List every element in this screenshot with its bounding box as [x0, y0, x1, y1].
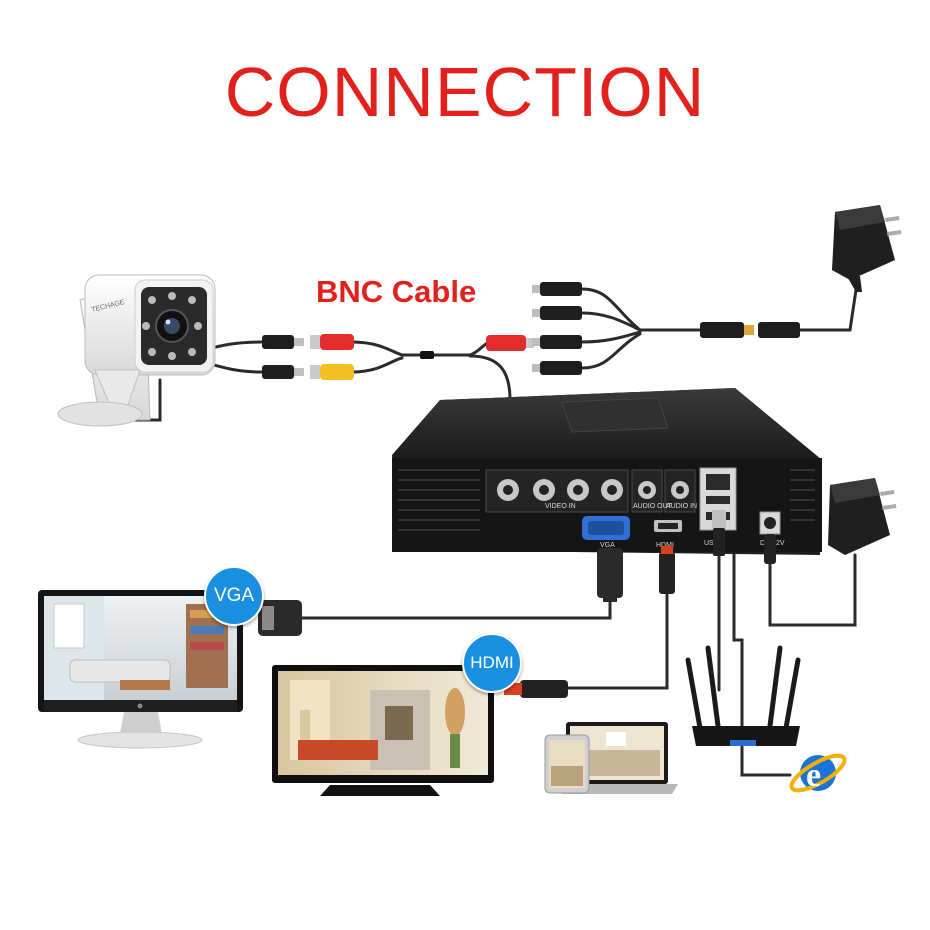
router-icon — [685, 645, 801, 746]
tv-icon — [272, 665, 494, 796]
red-rca-plug-right — [486, 335, 526, 351]
phone-icon — [544, 734, 590, 794]
audio-in-label: AUDIO IN — [666, 503, 697, 510]
bnc-red-line — [350, 340, 494, 357]
hdmi-plug — [659, 546, 675, 594]
usb-label: USB — [704, 540, 719, 547]
dvr-recorder-icon: VIDEO IN AUDIO OUT AUDIO IN USB VGA HDMI… — [392, 388, 822, 555]
power-adapter-icon — [832, 205, 902, 292]
svg-text:e: e — [806, 757, 821, 794]
router-internet-cable — [740, 758, 792, 777]
red-rca-plug — [320, 334, 354, 350]
yellow-rca-plug — [320, 364, 354, 380]
vga-cable — [298, 593, 612, 620]
vga-port-label: VGA — [600, 542, 615, 549]
splitter-branch-3 — [580, 330, 642, 344]
splitter-branch-4 — [580, 332, 642, 370]
vga-badge: VGA — [204, 566, 264, 626]
dc-plug — [764, 534, 776, 564]
page-title: CONNECTION — [224, 53, 706, 131]
vga-plug — [597, 548, 623, 602]
bnc-cable-label: BNC Cable — [316, 274, 477, 309]
lan-cable — [732, 543, 744, 762]
hdmi-cable — [563, 593, 669, 690]
hdmi-badge: HDMI — [462, 633, 522, 693]
power-top-cable — [798, 288, 858, 332]
video-in-ports — [497, 479, 623, 501]
splitter-branch-2 — [580, 311, 642, 332]
splitter-branch-1 — [580, 287, 642, 332]
audio-out-label: AUDIO OUT — [633, 503, 673, 510]
internet-explorer-icon: e — [789, 753, 847, 794]
usb-plug — [712, 510, 726, 556]
bnc-yellow-line — [350, 356, 404, 374]
power-splitter — [532, 282, 800, 375]
power-adapter-icon-mid — [828, 478, 897, 555]
hdmi-port-label: HDMI — [656, 542, 674, 549]
bullet-camera-icon: TECHAGE — [57, 274, 216, 427]
cables — [128, 287, 858, 777]
video-in-label: VIDEO IN — [545, 503, 576, 510]
dc-cable — [768, 553, 857, 627]
vga-monitor-plug — [258, 600, 302, 636]
